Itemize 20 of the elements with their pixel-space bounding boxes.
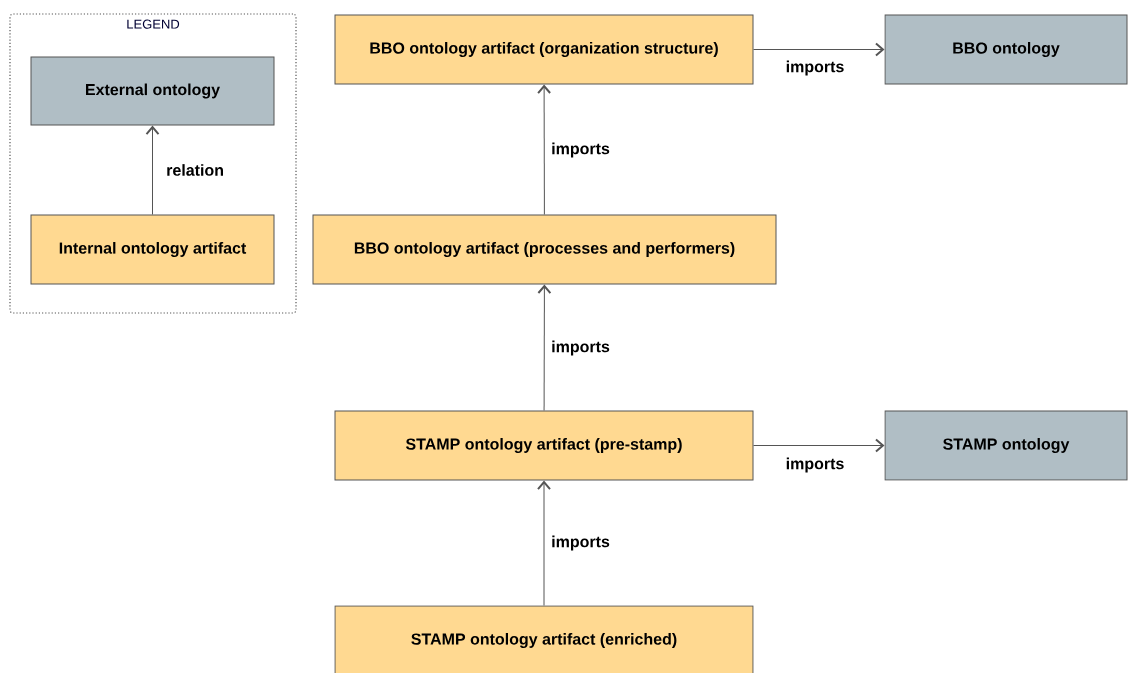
ontology-box: Internal ontology artifact bbox=[30, 214, 275, 285]
edge-label: imports bbox=[784, 59, 846, 77]
arrow bbox=[537, 284, 552, 411]
arrow bbox=[753, 42, 885, 57]
arrow bbox=[537, 480, 551, 606]
ontology-box: BBO ontology artifact (organization structure) bbox=[334, 14, 754, 85]
arrow bbox=[753, 438, 885, 453]
ontology-box: STAMP ontology artifact (pre-stamp) bbox=[334, 410, 754, 481]
ontology-box: BBO ontology bbox=[884, 14, 1128, 85]
edge-label: imports bbox=[550, 534, 611, 552]
edge-label: imports bbox=[550, 141, 611, 159]
edge-label: imports bbox=[784, 456, 846, 474]
ontology-box: External ontology bbox=[30, 56, 275, 126]
edge-label: imports bbox=[550, 339, 611, 357]
ontology-box: STAMP ontology bbox=[884, 410, 1128, 481]
edge-label: relation bbox=[165, 163, 225, 177]
ontology-box: STAMP ontology artifact (enriched) bbox=[334, 605, 754, 673]
arrow bbox=[537, 84, 552, 215]
ontology-box: BBO ontology artifact (processes and performers) bbox=[312, 214, 777, 285]
arrow bbox=[145, 125, 160, 215]
